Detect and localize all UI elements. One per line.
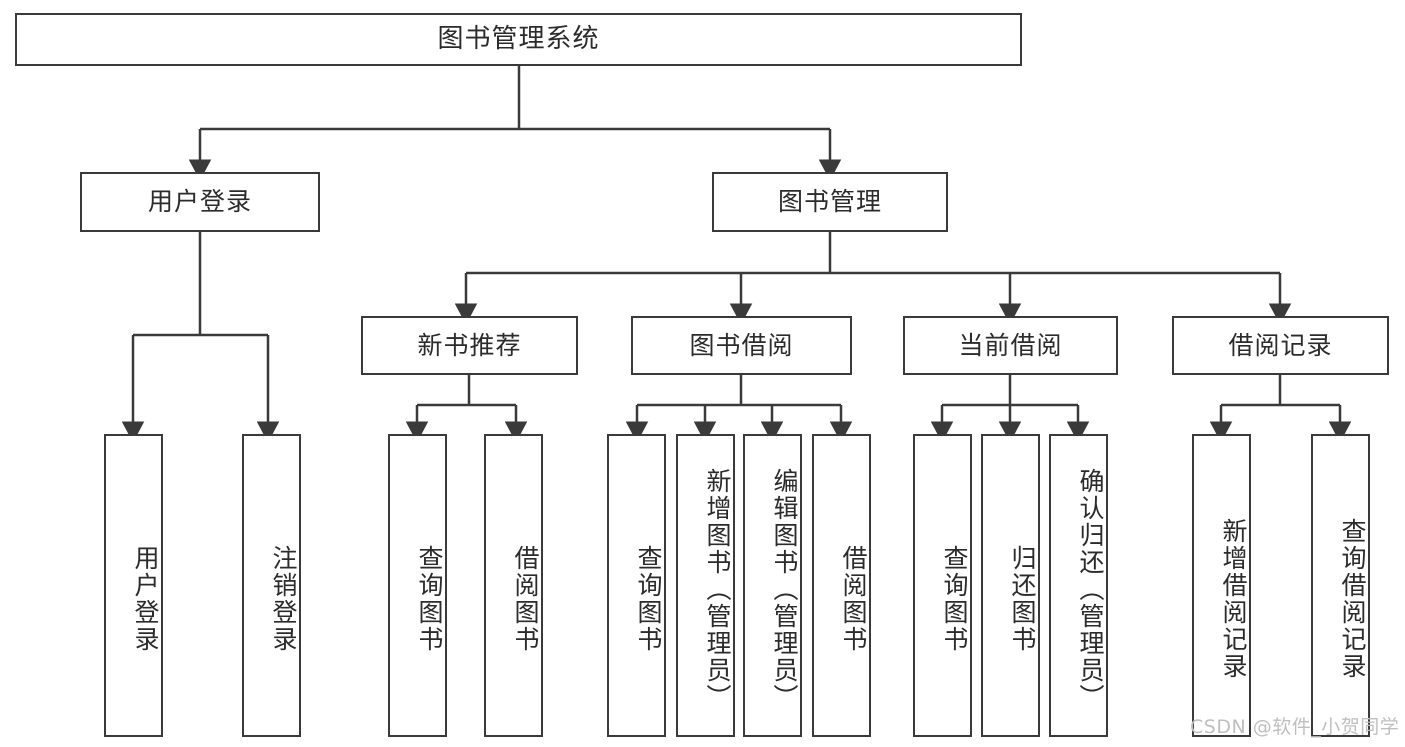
- leaf-user-login-login[interactable]: 用户登录: [104, 434, 163, 737]
- leaf-recommend-query-book[interactable]: 查询图书: [388, 434, 447, 737]
- leaf-current-query-book[interactable]: 查询图书: [913, 434, 972, 737]
- leaf-borrow-add-book-admin[interactable]: 新增图书（管理员）: [676, 434, 735, 737]
- leaf-current-confirm-return-admin[interactable]: 确认归还（管理员）: [1049, 434, 1108, 737]
- node-user-login[interactable]: 用户登录: [80, 172, 320, 232]
- node-root-system[interactable]: 图书管理系统: [15, 13, 1022, 66]
- leaf-current-return-book[interactable]: 归还图书: [981, 434, 1040, 737]
- leaf-borrow-edit-book-admin[interactable]: 编辑图书（管理员）: [743, 434, 802, 737]
- node-borrow-record[interactable]: 借阅记录: [1172, 316, 1389, 375]
- csdn-watermark: CSDN @软件_小贺同学: [1190, 716, 1400, 738]
- node-book-borrow[interactable]: 图书借阅: [631, 316, 852, 375]
- node-current-borrow[interactable]: 当前借阅: [903, 316, 1118, 375]
- leaf-user-login-logout[interactable]: 注销登录: [242, 434, 301, 737]
- node-book-management[interactable]: 图书管理: [712, 172, 948, 232]
- leaf-borrow-query-book[interactable]: 查询图书: [607, 434, 666, 737]
- leaf-recommend-borrow-book[interactable]: 借阅图书: [484, 434, 543, 737]
- node-new-book-recommend[interactable]: 新书推荐: [361, 316, 578, 375]
- leaf-record-query-record[interactable]: 查询借阅记录: [1311, 434, 1370, 737]
- leaf-borrow-borrow-book[interactable]: 借阅图书: [812, 434, 871, 737]
- leaf-record-add-record[interactable]: 新增借阅记录: [1192, 434, 1251, 737]
